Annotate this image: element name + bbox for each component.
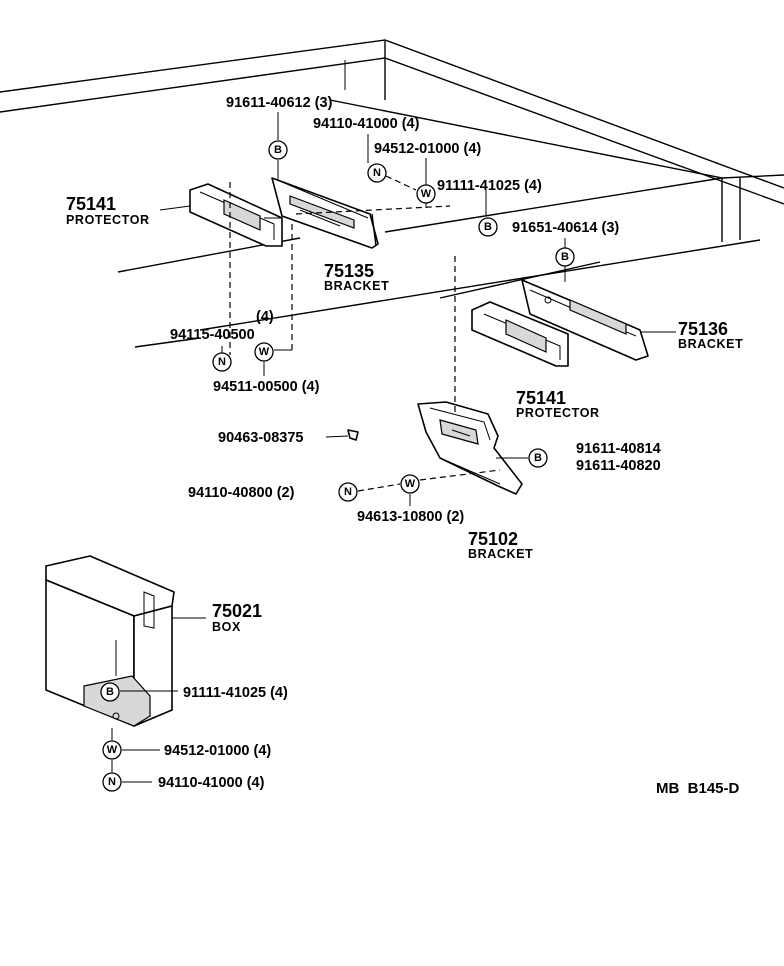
svg-text:W: W [259,346,270,358]
svg-text:B: B [106,686,114,698]
callout-91611-40820: 91611-40820 [576,458,661,474]
part-number-75135: 75135 [324,261,374,281]
svg-text:W: W [405,478,416,490]
nut-symbol: N [212,352,232,372]
svg-text:B: B [274,144,282,156]
part-name-box: BOX [212,620,241,634]
bolt-symbol: B [555,247,575,267]
clip-shape [347,429,359,441]
bracket-75136-shape [521,279,649,361]
callout-94512-01000-top: 94512-01000 (4) [374,141,481,157]
part-name-protector-left: PROTECTOR [66,213,150,227]
nut-symbol: N [102,772,122,792]
svg-text:N: N [344,486,352,498]
part-name-bracket-75135: BRACKET [324,279,389,293]
bracket-75102-shape [417,401,523,495]
svg-text:B: B [484,221,492,233]
callout-94511-00500: 94511-00500 (4) [213,379,320,395]
svg-text:W: W [421,188,432,200]
callout-94110-41000-box: 94110-41000 (4) [158,775,265,791]
callout-91651-40614: 91651-40614 (3) [512,220,619,236]
callout-91111-41025-box: 91111-41025 (4) [183,685,288,701]
callout-94110-41000-top: 94110-41000 (4) [313,116,420,132]
part-name-bracket-75136: BRACKET [678,337,743,351]
bolt-symbol: B [100,682,120,702]
callout-94115-40500: 94115-40500 [170,327,255,343]
part-number-75141-right: 75141 [516,388,566,408]
bolt-symbol: B [478,217,498,237]
callout-94110-40800: 94110-40800 (2) [188,485,295,501]
svg-text:B: B [534,452,542,464]
part-number-75141-left: 75141 [66,194,116,214]
callout-91111-41025-top: 91111-41025 (4) [437,178,542,194]
callout-91611-40814: 91611-40814 [576,441,661,457]
washer-symbol: W [416,184,436,204]
part-number-75136: 75136 [678,319,728,339]
svg-text:N: N [218,356,226,368]
callout-94613-10800: 94613-10800 (2) [357,509,464,525]
washer-symbol: W [400,474,420,494]
svg-text:N: N [373,167,381,179]
callout-94512-01000-box: 94512-01000 (4) [164,743,271,759]
bolt-symbol: B [528,448,548,468]
part-name-protector-right: PROTECTOR [516,406,600,420]
bolt-symbol: B [268,140,288,160]
part-number-75102: 75102 [468,529,518,549]
svg-text:N: N [108,776,116,788]
callout-91611-40612: 91611-40612 (3) [226,95,333,111]
bracket-75135-shape [271,177,379,249]
washer-symbol: W [102,740,122,760]
nut-symbol: N [338,482,358,502]
washer-symbol: W [254,342,274,362]
nut-symbol: N [367,163,387,183]
truck-bed-outline [0,39,784,348]
svg-text:B: B [561,251,569,263]
callout-90463-08375: 90463-08375 [218,430,303,446]
callout-qty-4: (4) [256,309,274,325]
protector-left-shape [189,183,283,247]
part-number-75021: 75021 [212,601,262,621]
diagram-reference-code: MB B145-D [656,780,740,797]
svg-text:W: W [107,744,118,756]
protector-right-shape [471,301,569,367]
part-name-bracket-75102: BRACKET [468,547,533,561]
